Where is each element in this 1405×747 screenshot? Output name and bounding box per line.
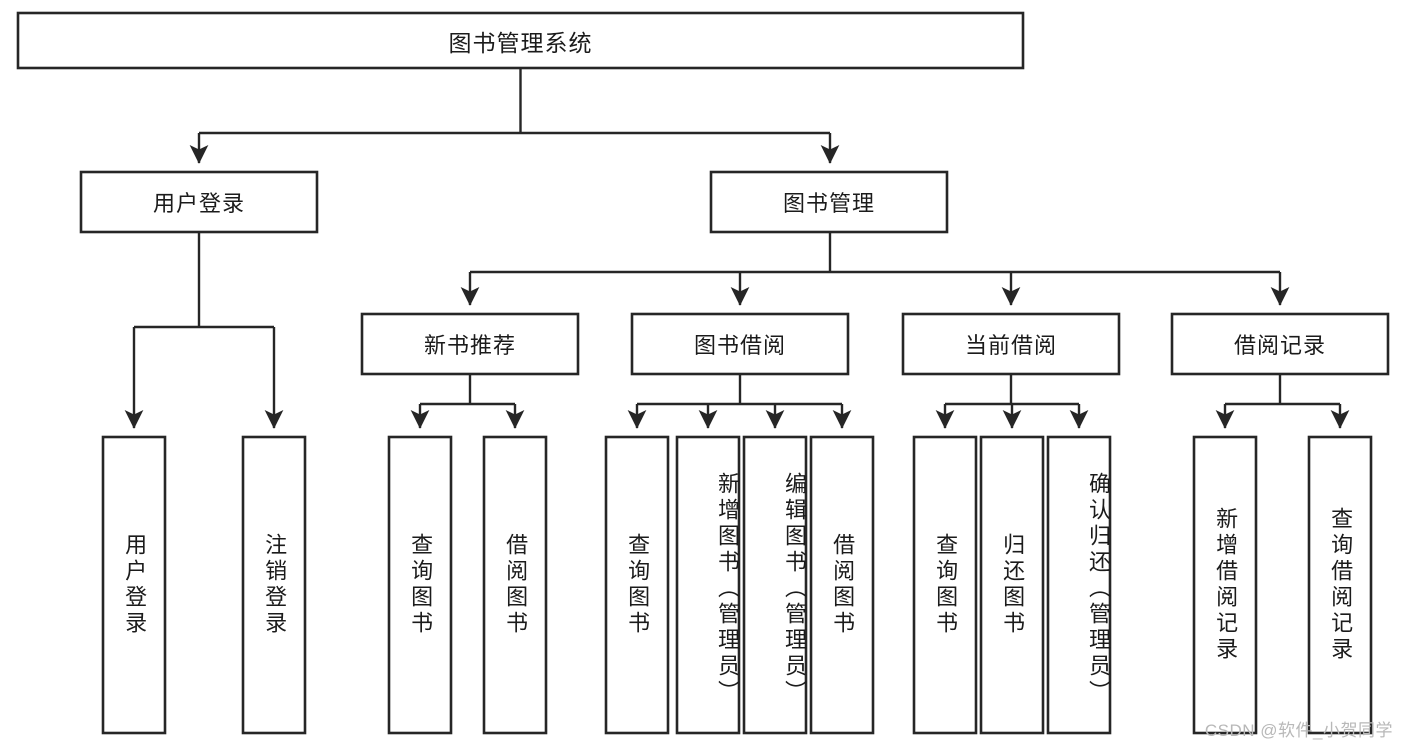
node-box-leaf-add-borrow-record[interactable] <box>1192 435 1258 735</box>
node-box-user-login[interactable] <box>79 170 319 234</box>
node-box-leaf-query-book-recommend[interactable] <box>387 435 453 735</box>
connector-book-borrow-to-leaves <box>627 374 852 429</box>
connector-user-login-to-leaves <box>124 232 284 429</box>
node-box-book-borrow[interactable] <box>630 312 850 376</box>
node-box-leaf-logout[interactable] <box>241 435 307 735</box>
connector-current-borrow-to-leaves <box>935 374 1089 429</box>
node-box-leaf-return-book[interactable] <box>979 435 1045 735</box>
node-box-leaf-add-book-admin[interactable] <box>675 435 741 735</box>
node-box-root[interactable] <box>16 11 1025 70</box>
node-box-current-borrow[interactable] <box>901 312 1121 376</box>
node-box-new-book-recommend[interactable] <box>360 312 580 376</box>
connector-root-to-level2 <box>189 68 840 164</box>
node-box-leaf-query-book-borrow[interactable] <box>604 435 670 735</box>
node-box-leaf-user-login[interactable] <box>101 435 167 735</box>
connector-book-management-to-level3 <box>460 232 1290 306</box>
connector-new-book-recommend-to-leaves <box>410 374 525 429</box>
node-box-leaf-query-borrow-record[interactable] <box>1307 435 1373 735</box>
node-box-leaf-edit-book-admin[interactable] <box>742 435 808 735</box>
node-box-leaf-confirm-return-admin[interactable] <box>1046 435 1112 735</box>
node-box-leaf-query-book-current[interactable] <box>912 435 978 735</box>
node-box-book-management[interactable] <box>709 170 949 234</box>
node-box-leaf-borrow-book-recommend[interactable] <box>482 435 548 735</box>
node-box-leaf-borrow-book[interactable] <box>809 435 875 735</box>
connector-borrow-records-to-leaves <box>1215 374 1350 429</box>
node-box-borrow-records[interactable] <box>1170 312 1390 376</box>
